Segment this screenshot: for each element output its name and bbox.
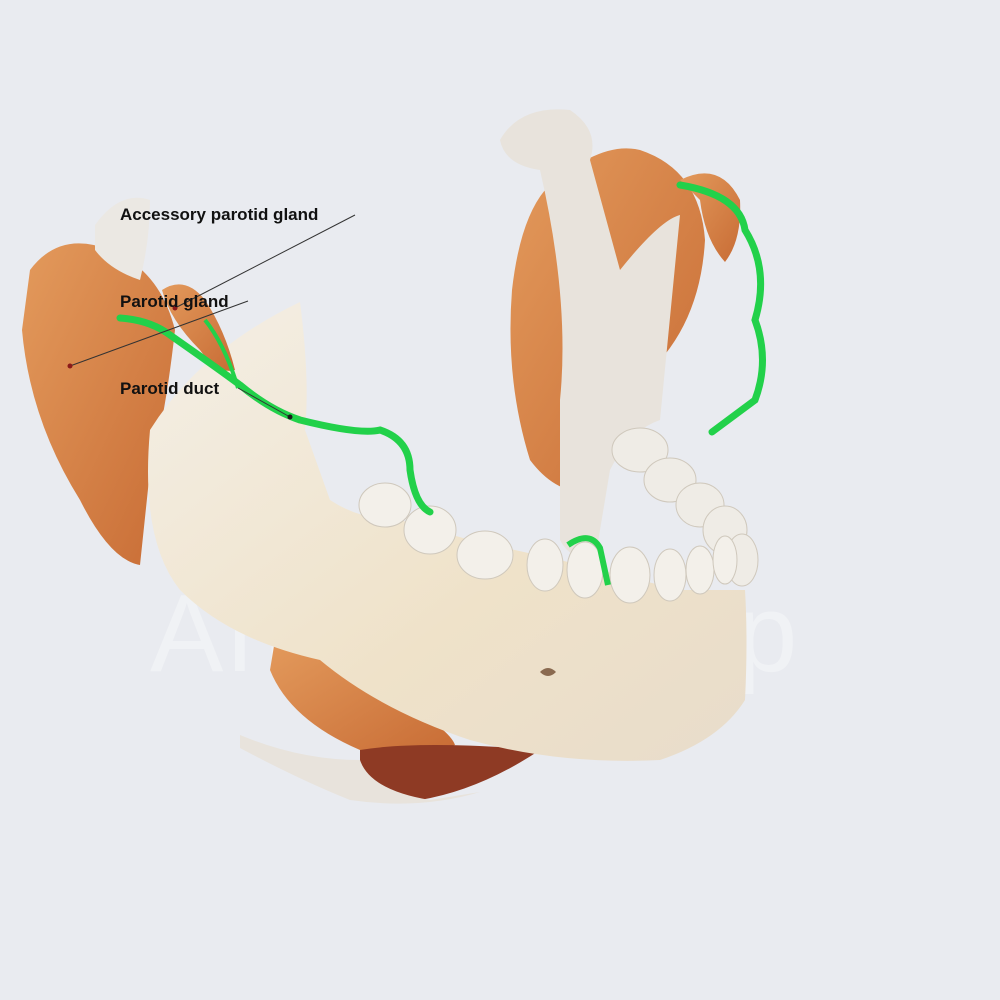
inner-duct <box>566 535 611 586</box>
submandibular-gland <box>270 640 455 754</box>
accessory-parotid-gland <box>162 284 235 371</box>
far-ramus <box>500 109 680 560</box>
accessory-duct <box>203 318 240 389</box>
label-parotid-duct: Parotid duct <box>120 379 220 398</box>
label-parotid-gland: Parotid gland <box>120 292 229 311</box>
muscle <box>360 745 540 800</box>
hyoid-bone <box>240 735 480 804</box>
condyle <box>95 197 150 280</box>
far-accessory-gland <box>680 173 741 262</box>
near-teeth <box>358 482 738 604</box>
far-parotid-duct <box>676 181 766 436</box>
mental-foramen <box>540 668 556 676</box>
far-teeth <box>611 427 759 587</box>
parotid-duct <box>116 314 434 516</box>
leader-lines <box>69 214 356 418</box>
label-accessory-parotid-gland: Accessory parotid gland <box>120 205 319 224</box>
